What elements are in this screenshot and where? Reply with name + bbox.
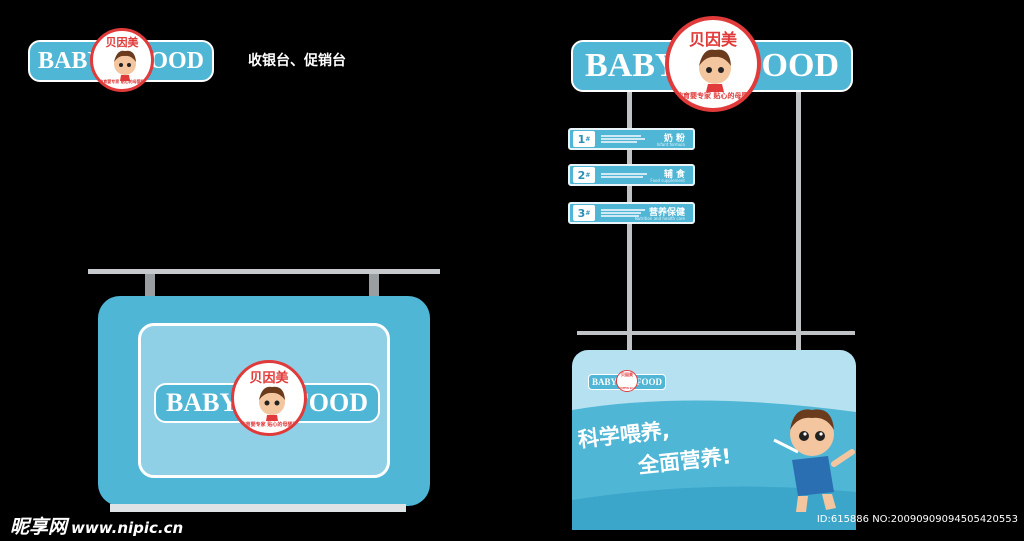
baby-mascot-icon <box>114 50 136 81</box>
sign-2-lines <box>601 172 647 178</box>
sign-3-num: 3 <box>577 206 586 220</box>
counter-panel: BABY FOOD 贝因美 您的育婴专家 贴心的母婴顾问 <box>138 323 390 478</box>
counter-brand-badge: 贝因美 您的育婴专家 贴心的母婴顾问 <box>231 360 307 436</box>
promo-brand-badge: 贝因美 您的育婴专家 贴心的母婴顾问 <box>616 370 638 392</box>
stand-crossbar <box>577 331 855 335</box>
sign-2: 2# 辅 食 Food supplement <box>568 164 695 186</box>
stand-pole-right <box>796 92 801 350</box>
sign-2-category: 辅 食 <box>663 170 685 180</box>
counter-base <box>110 504 406 512</box>
stand-brand-slogan: 您的育婴专家 贴心的母婴顾问 <box>669 92 761 100</box>
sign-3-lines <box>601 209 645 217</box>
counter-post-right <box>369 274 379 296</box>
watermark-url: www.nipic.cn <box>71 519 184 537</box>
counter-brand-slogan: 您的育婴专家 贴心的母婴顾问 <box>235 422 303 428</box>
sign-3-number: 3# <box>573 205 595 221</box>
sign-3: 3# 营养保健 Nutrition and health care <box>568 202 695 224</box>
sign-3-sub: Nutrition and health care <box>634 216 685 221</box>
stand-brand-badge: 贝因美 您的育婴专家 贴心的母婴顾问 <box>665 16 761 112</box>
brand-badge: 贝因美 您的育婴专家 贴心的母婴顾问 <box>90 28 154 92</box>
cashier-counter: BABY FOOD 贝因美 您的育婴专家 贴心的母婴顾问 <box>98 296 430 506</box>
sign-3-sup: # <box>585 209 591 217</box>
sign-1: 1# 奶 粉 Infant formula <box>568 128 695 150</box>
promo-counter: BABY FOOD 贝因美 您的育婴专家 贴心的母婴顾问 科学喂养, 全面营养! <box>572 350 856 530</box>
counter-logo: BABY FOOD 贝因美 您的育婴专家 贴心的母婴顾问 <box>154 360 380 436</box>
stand-brand-name: 贝因美 <box>688 30 737 49</box>
promo-small-logo: BABY FOOD 贝因美 您的育婴专家 贴心的母婴顾问 <box>588 370 666 392</box>
stand-logo-left-word: BABY <box>585 47 680 84</box>
sign-1-lines <box>601 135 645 143</box>
sign-2-num: 2 <box>577 168 586 182</box>
sign-3-category: 营养保健 <box>648 208 685 218</box>
sign-1-num: 1 <box>577 132 586 146</box>
brand-name: 贝因美 <box>105 36 139 49</box>
promo-wave-shape <box>572 400 856 530</box>
sign-1-sub: Infant formula <box>656 142 685 147</box>
sign-2-sub: Food supplement <box>650 178 685 183</box>
promo-brand-slogan: 您的育婴专家 贴心的母婴顾问 <box>617 388 638 390</box>
sign-2-number: 2# <box>573 167 595 183</box>
sign-2-sup: # <box>585 171 591 179</box>
stand-baby-mascot-icon <box>699 49 731 92</box>
promo-logo-right-word: FOOD <box>636 377 662 387</box>
watermark-logo: 昵享网 www.nipic.cn <box>10 512 183 539</box>
watermark-id: ID:615886 NO:20090909094505420553 <box>816 514 1018 525</box>
sign-1-number: 1# <box>573 131 595 147</box>
promo-logo-left-word: BABY <box>592 377 618 387</box>
watermark-site-name: 昵享网 <box>10 516 68 538</box>
promo-brand-name: 贝因美 <box>621 372 633 377</box>
counter-post-left <box>145 274 155 296</box>
page-title: 收银台、促销台 <box>248 53 346 69</box>
sign-1-sup: # <box>585 135 591 143</box>
counter-baby-mascot-icon <box>259 386 285 421</box>
brand-slogan: 您的育婴专家 贴心的母婴顾问 <box>95 79 149 84</box>
counter-logo-left-word: BABY <box>166 388 239 417</box>
logo-top-left: BABY FOOD 贝因美 您的育婴专家 贴心的母婴顾问 <box>28 28 214 92</box>
stand-logo: BABY FOOD 贝因美 您的育婴专家 贴心的母婴顾问 <box>568 16 856 112</box>
counter-brand-name: 贝因美 <box>249 371 289 386</box>
sign-1-category: 奶 粉 <box>663 134 685 144</box>
promo-baby-mascot-icon <box>773 409 855 512</box>
counter-top-bar <box>88 269 440 274</box>
